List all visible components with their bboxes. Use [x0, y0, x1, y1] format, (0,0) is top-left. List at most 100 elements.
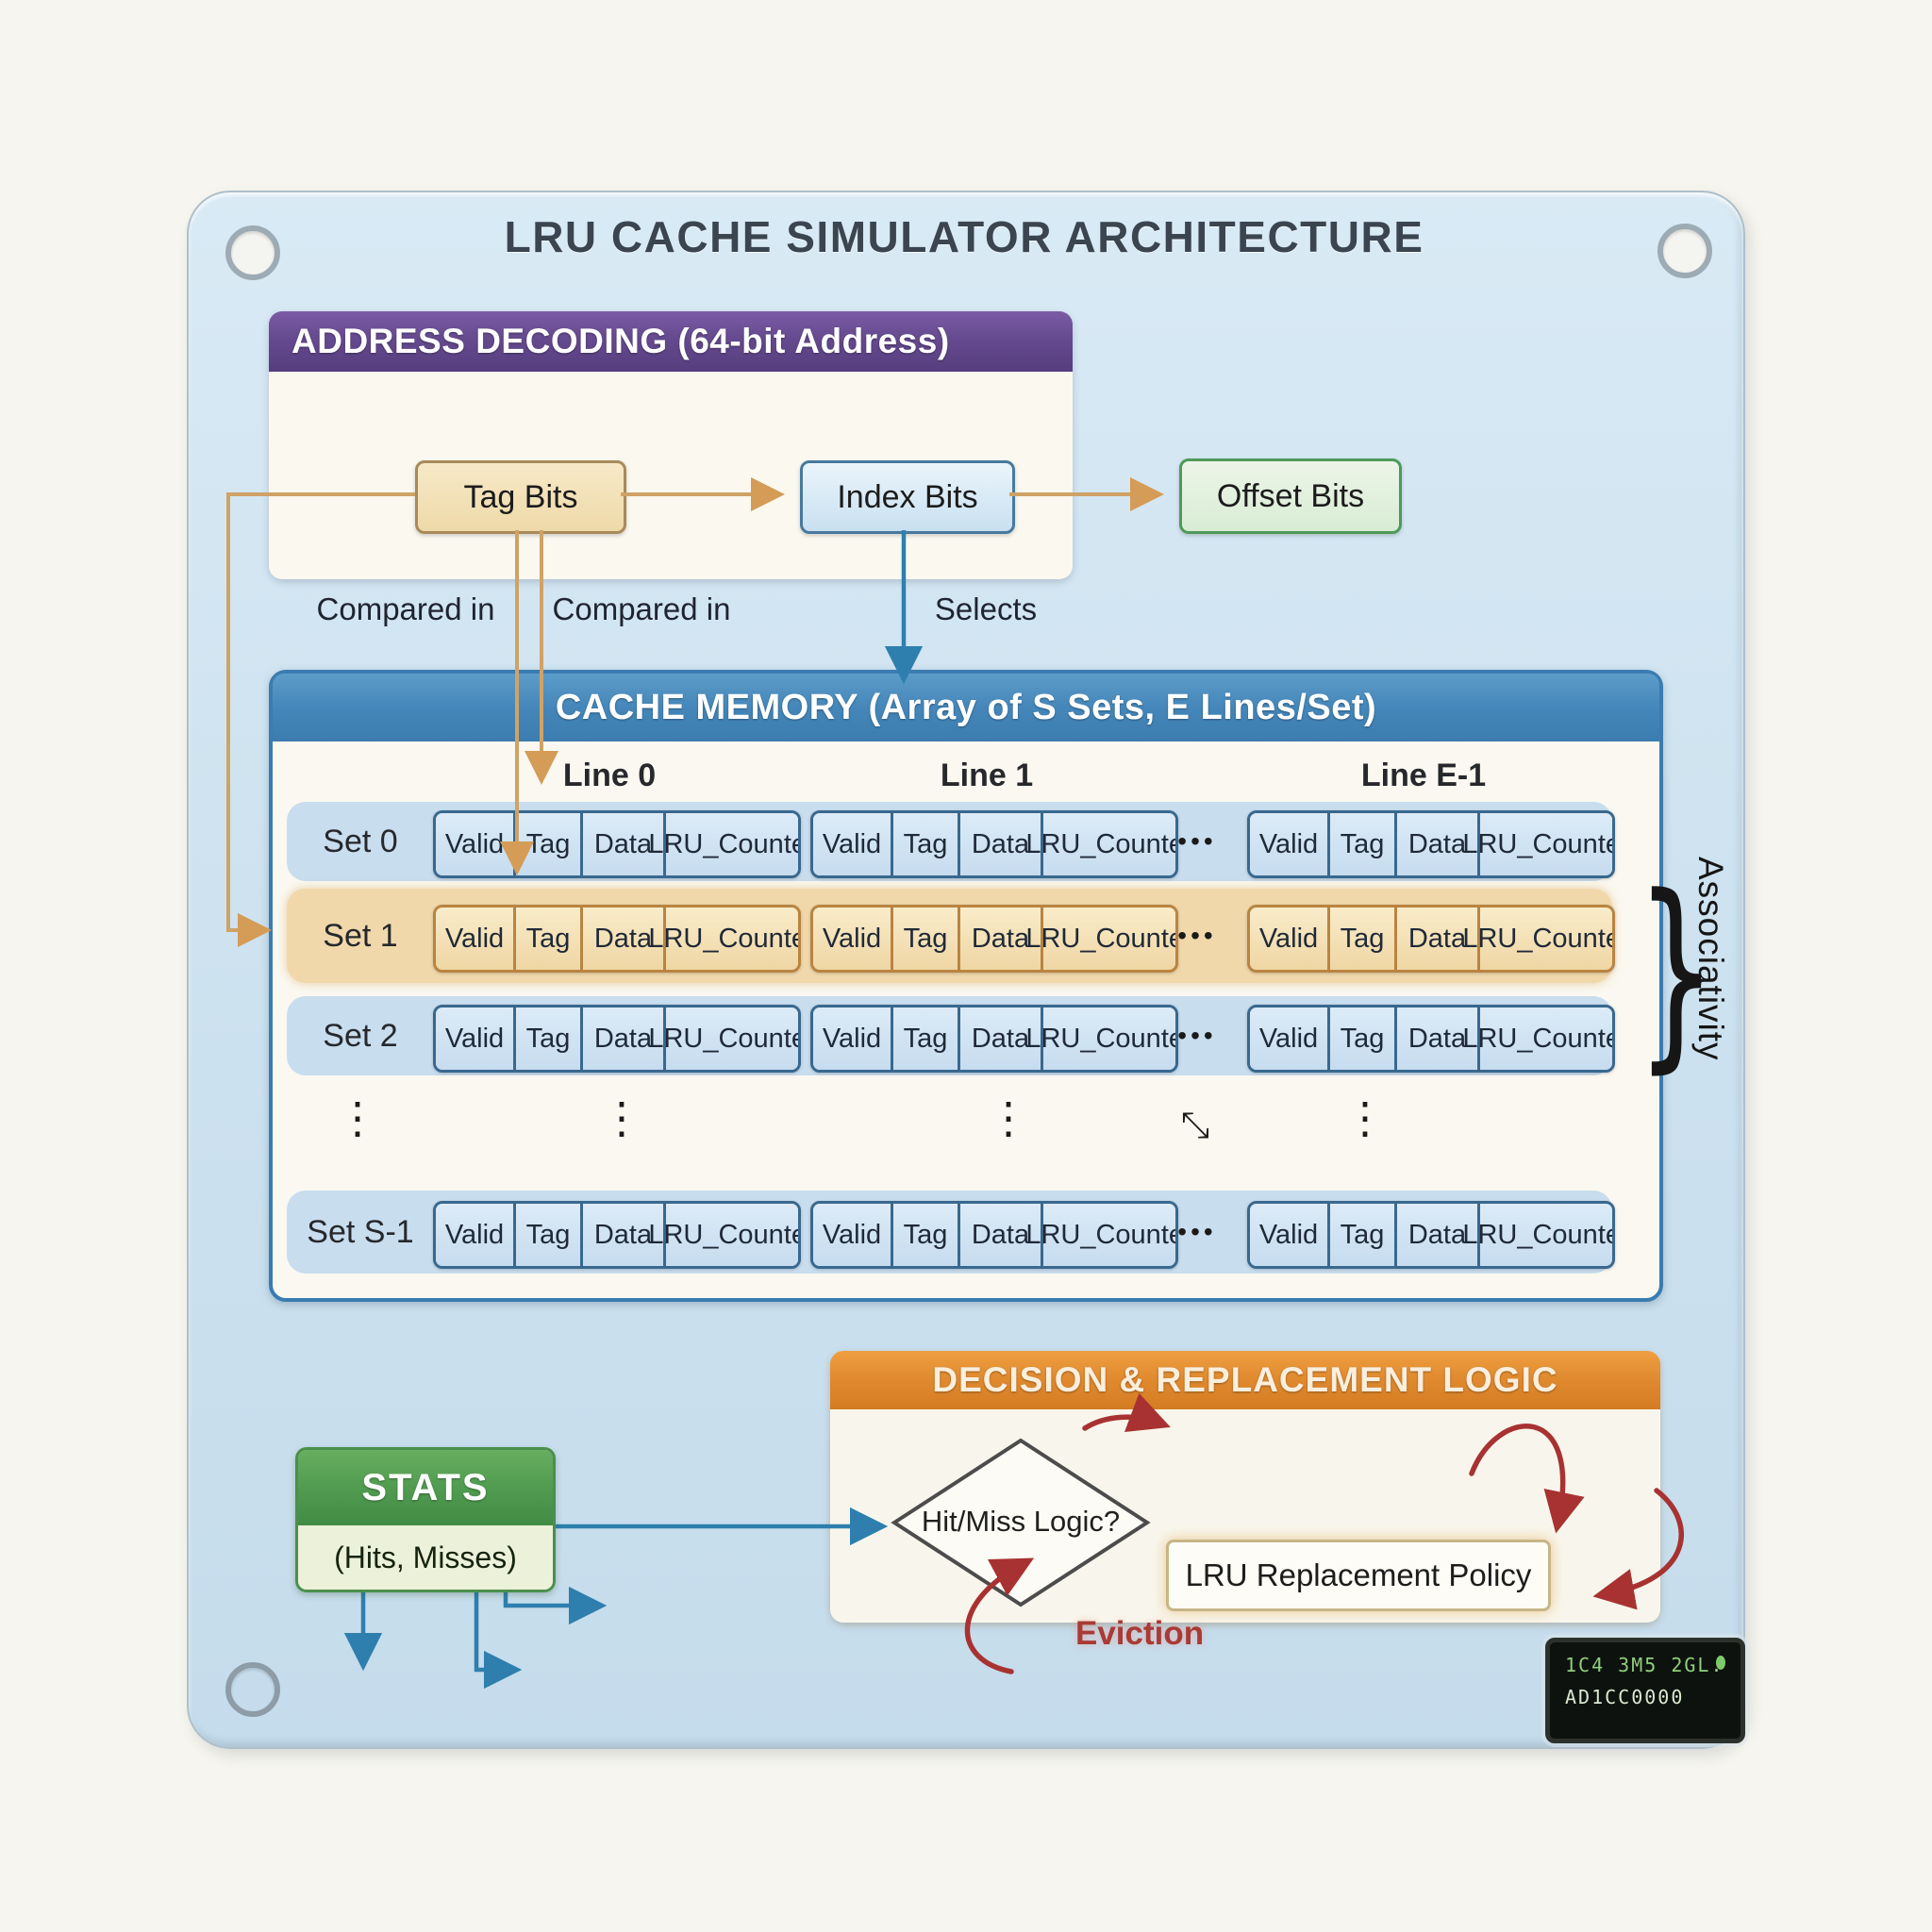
cache-cell-lru_counter: LRU_Counter	[1025, 1204, 1175, 1266]
associativity-label: Associativity	[1691, 857, 1730, 1061]
cache-cell-data: Data	[958, 1008, 1041, 1070]
stats-subtitle: (Hits, Misses)	[298, 1525, 553, 1590]
cache-cell-lru_counter: LRU_Counter	[1462, 1204, 1612, 1266]
cache-cell-tag: Tag	[513, 813, 580, 875]
cache-cell-data: Data	[1394, 1008, 1477, 1070]
cache-cell-tag: Tag	[1327, 813, 1394, 875]
cache-cell-data: Data	[1394, 908, 1477, 970]
cache-cell-tag: Tag	[1327, 908, 1394, 970]
sets-ellipsis: ⋮	[336, 1093, 379, 1142]
cache-cell-tag: Tag	[891, 1204, 958, 1266]
cache-cell-tag: Tag	[1327, 1008, 1394, 1070]
cache-cell-lru_counter: LRU_Counter	[1462, 813, 1612, 875]
cache-cell-valid: Valid	[813, 908, 891, 970]
cache-cell-tag: Tag	[513, 908, 580, 970]
lineE1-ellipsis: ⋮	[1343, 1093, 1387, 1142]
screw-hole-icon	[225, 225, 280, 280]
cache-cell-valid: Valid	[1250, 908, 1327, 970]
cache-memory-header: CACHE MEMORY (Array of S Sets, E Lines/S…	[273, 674, 1659, 741]
line0-ellipsis: ⋮	[600, 1093, 643, 1142]
tag-bits-box: Tag Bits	[415, 460, 626, 534]
lcd-line2: AD1CC0000	[1565, 1686, 1685, 1708]
cache-cell-tag: Tag	[891, 908, 958, 970]
cache-cell-lru_counter: LRU_Counter	[648, 1008, 798, 1070]
cache-cell-valid: Valid	[436, 1204, 513, 1266]
cache-cell-tag: Tag	[513, 1008, 580, 1070]
line1-ellipsis: ⋮	[987, 1093, 1030, 1142]
cache-cell-valid: Valid	[813, 1204, 891, 1266]
cache-cell-lru_counter: LRU_Counter	[1025, 813, 1175, 875]
line-ellipsis: •••	[1177, 1021, 1217, 1050]
set-label: Set S-1	[307, 1213, 414, 1250]
cache-cell-data: Data	[580, 1204, 663, 1266]
cache-cell-valid: Valid	[1250, 813, 1327, 875]
cache-cell-data: Data	[1394, 1204, 1477, 1266]
cache-cell-lru_counter: LRU_Counter	[648, 813, 798, 875]
cache-cell-valid: Valid	[436, 813, 513, 875]
stats-header: STATS	[298, 1450, 553, 1525]
cache-cell-data: Data	[958, 1204, 1041, 1266]
compared-in-label-right: Compared in	[552, 591, 731, 626]
decision-logic-header: DECISION & REPLACEMENT LOGIC	[830, 1351, 1660, 1409]
stats-box: STATS (Hits, Misses)	[295, 1447, 556, 1592]
lcd-display: 1C4 3M5 2GL. AD1CC0000	[1545, 1638, 1745, 1743]
cache-cell-data: Data	[580, 813, 663, 875]
set-label: Set 2	[323, 1017, 398, 1054]
cache-cell-data: Data	[958, 813, 1041, 875]
set-label: Set 0	[323, 823, 398, 859]
line-0-header: Line 0	[562, 758, 657, 793]
eviction-label: Eviction	[1075, 1615, 1205, 1652]
diagonal-ellipsis-icon: ⤡	[1180, 1106, 1210, 1145]
cache-cell-lru_counter: LRU_Counter	[648, 1204, 798, 1266]
address-decoding-section: ADDRESS DECODING (64-bit Address)	[269, 311, 1073, 579]
cache-cell-lru_counter: LRU_Counter	[648, 908, 798, 970]
address-decoding-header: ADDRESS DECODING (64-bit Address)	[269, 311, 1073, 372]
cache-cell-lru_counter: LRU_Counter	[1462, 908, 1612, 970]
cache-cell-lru_counter: LRU_Counter	[1462, 1008, 1612, 1070]
lcd-indicator-icon	[1716, 1656, 1725, 1670]
cache-cell-tag: Tag	[1327, 1204, 1394, 1266]
cache-cell-data: Data	[580, 908, 663, 970]
cache-cell-data: Data	[580, 1008, 663, 1070]
index-bits-box: Index Bits	[800, 460, 1015, 534]
cache-cell-valid: Valid	[813, 813, 891, 875]
lcd-line1: 1C4 3M5 2GL.	[1565, 1654, 1724, 1676]
associativity-brace: }	[1636, 853, 1717, 1091]
cache-memory-section: CACHE MEMORY (Array of S Sets, E Lines/S…	[269, 670, 1663, 1302]
screw-hole-icon	[1657, 224, 1712, 278]
cache-cell-valid: Valid	[813, 1008, 891, 1070]
line-ellipsis: •••	[1177, 921, 1217, 950]
line-e1-header: Line E-1	[1360, 758, 1487, 793]
hit-miss-diamond-label: Hit/Miss Logic?	[921, 1505, 1121, 1538]
cache-cell-valid: Valid	[436, 1008, 513, 1070]
cache-cell-valid: Valid	[436, 908, 513, 970]
compared-in-label-left: Compared in	[316, 591, 495, 626]
line-ellipsis: •••	[1177, 826, 1217, 856]
cache-cell-lru_counter: LRU_Counter	[1025, 908, 1175, 970]
cache-cell-tag: Tag	[891, 813, 958, 875]
offset-bits-box: Offset Bits	[1179, 458, 1402, 534]
set-label: Set 1	[323, 917, 398, 954]
cache-cell-valid: Valid	[1250, 1204, 1327, 1266]
line-1-header: Line 1	[940, 758, 1034, 793]
selects-label: Selects	[934, 591, 1038, 626]
line-ellipsis: •••	[1177, 1217, 1217, 1246]
lru-policy-box: LRU Replacement Policy	[1166, 1540, 1551, 1611]
